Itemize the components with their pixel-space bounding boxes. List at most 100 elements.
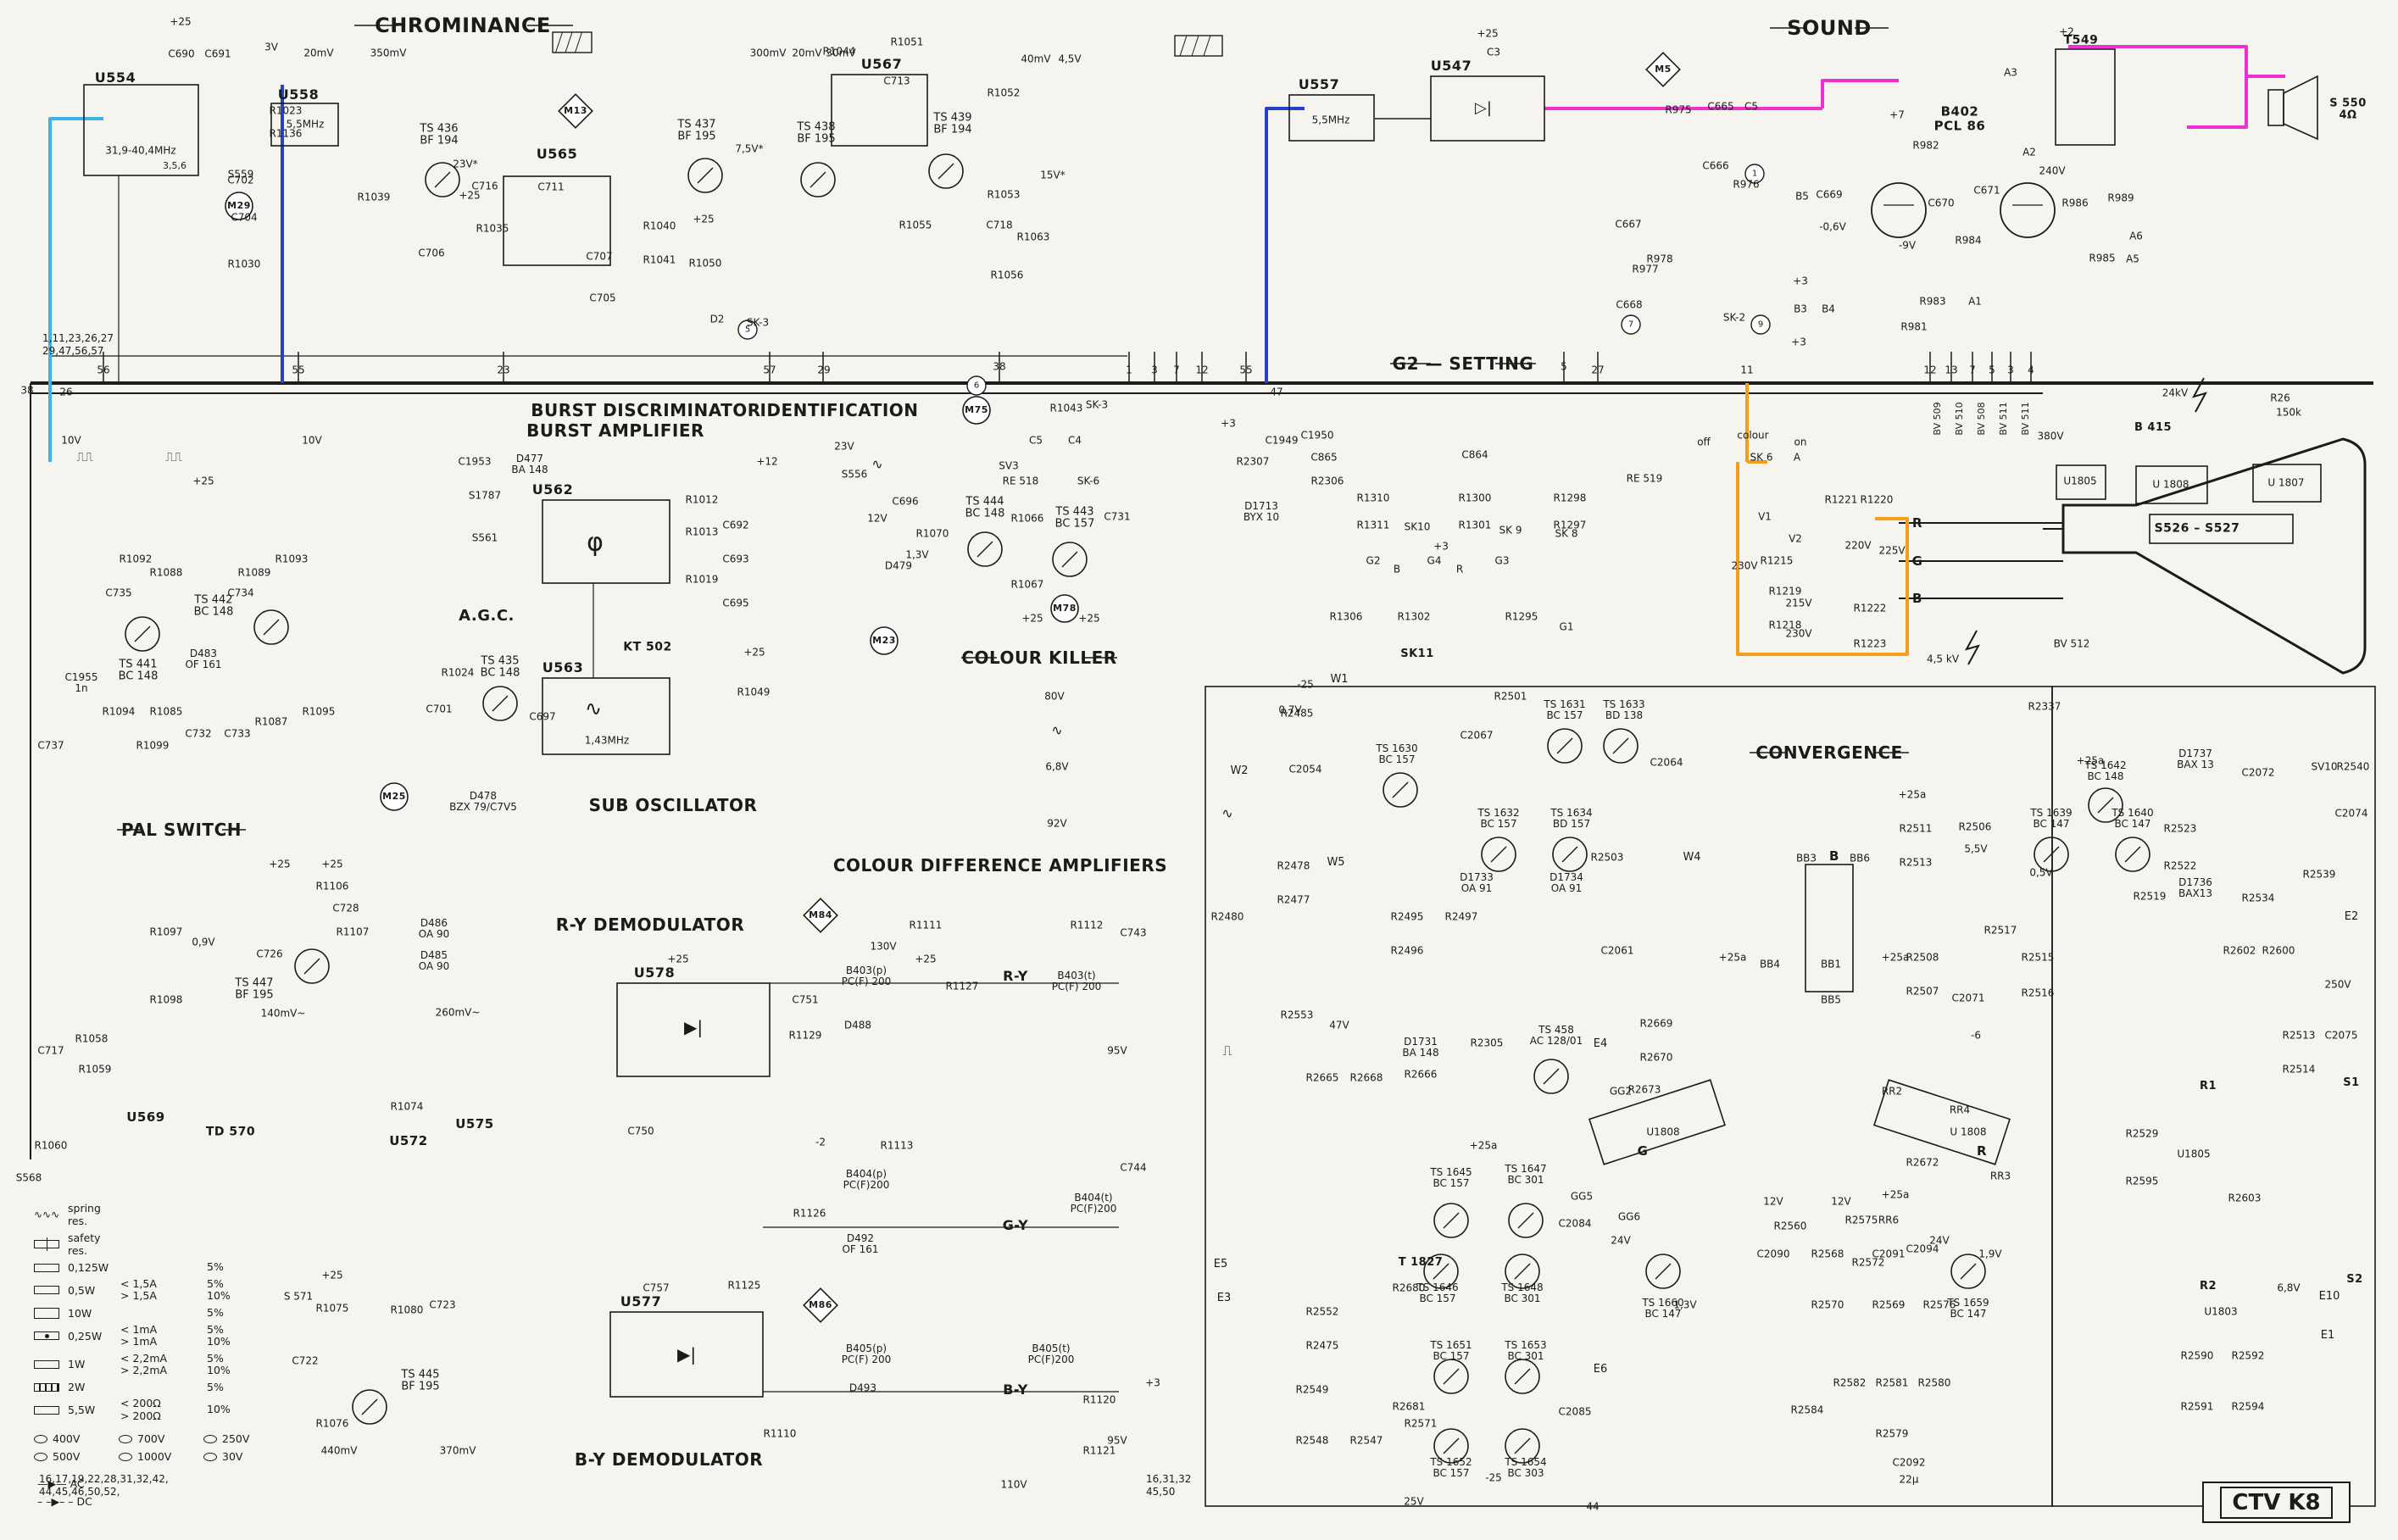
label: D478 BZX 79/C7V5 — [449, 789, 517, 813]
label: R — [1976, 1142, 1988, 1159]
label: B — [1393, 563, 1401, 575]
label: S556 — [841, 468, 868, 481]
label: 1,3V — [1673, 1298, 1697, 1311]
crt-funnel — [2061, 437, 2367, 675]
label: 12V — [1763, 1195, 1783, 1208]
label: ▶| — [676, 1344, 697, 1365]
transistor-electrode — [1490, 846, 1507, 863]
label: D1736 BAX13 — [2178, 876, 2212, 899]
transistor-symbol — [1950, 1254, 1986, 1289]
label: 1,9V — [1978, 1248, 2002, 1260]
label: 20mV — [303, 47, 334, 59]
transistor-electrode — [976, 541, 993, 558]
label: C667 — [1615, 218, 1642, 231]
label: +25a — [1881, 951, 1910, 964]
label: 22μ — [1899, 1473, 1919, 1486]
label: C865 — [1310, 451, 1338, 464]
label: +7 — [1889, 108, 1905, 121]
label: V1 — [1758, 510, 1772, 523]
label: R-Y — [1003, 968, 1028, 985]
label: RE 518 — [1002, 475, 1039, 487]
label: +25 — [459, 189, 481, 202]
label: T 1827 — [1398, 1255, 1444, 1269]
label: R2539 — [2302, 868, 2336, 881]
label: R1111 — [909, 919, 943, 931]
transistor-electrode — [134, 625, 151, 642]
component-box — [542, 499, 670, 584]
label: G-Y — [1002, 1217, 1029, 1234]
label: BB4 — [1759, 958, 1781, 970]
transistor-symbol — [352, 1389, 387, 1425]
transistor-electrode — [2124, 846, 2141, 863]
label: TS 437 BF 195 — [677, 118, 716, 143]
label: M5 — [1655, 63, 1672, 75]
label: R1215 — [1760, 554, 1794, 567]
transistor-electrode — [1514, 1368, 1531, 1385]
label: R1222 — [1853, 602, 1887, 614]
label: TS 439 BF 194 — [933, 111, 972, 136]
label: R1051 — [890, 36, 924, 48]
label: R2513 — [2282, 1029, 2316, 1042]
label: U575 — [455, 1115, 494, 1131]
transistor-symbol — [1505, 1254, 1540, 1289]
label: R1023 — [269, 104, 303, 117]
label: SK-3 — [1085, 398, 1109, 411]
component-box — [609, 1311, 764, 1398]
transistor-symbol — [1481, 837, 1516, 872]
label: +25 — [693, 213, 715, 225]
legend-voltage-text: 500V — [53, 1450, 81, 1463]
label: TS 438 BF 195 — [797, 120, 836, 146]
label: 225V — [1878, 544, 1906, 557]
label: 26 — [59, 386, 73, 398]
label: φ — [587, 527, 604, 558]
label: C2071 — [1951, 992, 1985, 1004]
label: R2508 — [1906, 951, 1939, 964]
label: R978 — [1646, 253, 1673, 265]
label: R2540 — [2336, 760, 2370, 773]
label: 260mV~ — [435, 1006, 481, 1019]
label: SV10 — [2311, 760, 2338, 773]
label: SK-6 — [1077, 475, 1100, 487]
label: R2337 — [2028, 700, 2061, 713]
label: R2668 — [1349, 1071, 1383, 1084]
label: C5 — [1028, 434, 1043, 447]
label: B3 — [1794, 303, 1807, 315]
label: -25 — [1485, 1471, 1502, 1484]
marker-diamond — [803, 898, 838, 933]
component-box — [83, 84, 199, 176]
label: M78 — [1053, 602, 1077, 614]
label: +25 — [1078, 612, 1100, 625]
label: G3 — [1494, 554, 1510, 567]
label: 140mV~ — [260, 1007, 306, 1020]
label: D492 OF 161 — [842, 1231, 879, 1255]
legend-text: < 200Ω > 200Ω — [120, 1397, 161, 1422]
label: R2580 — [1917, 1376, 1951, 1389]
label: R1107 — [336, 926, 370, 938]
label: R2560 — [1773, 1220, 1807, 1232]
label: 27 — [1591, 364, 1605, 376]
label: R1297 — [1553, 519, 1587, 531]
label: B5 — [1795, 190, 1809, 203]
label: U567 — [860, 56, 903, 73]
label: TS 1634 BD 157 — [1550, 806, 1593, 830]
label: C697 — [529, 710, 556, 723]
label: C1953 — [458, 455, 492, 468]
label: R1066 — [1010, 512, 1044, 525]
label: R2552 — [1305, 1305, 1339, 1318]
label: S526 – S527 — [2154, 521, 2240, 536]
label: RR2 — [1881, 1085, 1903, 1098]
label: R1112 — [1070, 919, 1104, 931]
label: R975 — [1665, 103, 1692, 116]
voltage-symbol-icon — [203, 1434, 217, 1443]
label: D488 — [843, 1019, 872, 1031]
label: R2672 — [1906, 1156, 1939, 1169]
label: 3V — [264, 41, 278, 53]
label: A6 — [2129, 230, 2143, 242]
label: R2576 — [1922, 1298, 1956, 1311]
label: SK 6 — [1750, 451, 1773, 464]
component-box — [1588, 1079, 1726, 1165]
legend-text: 0,25W — [68, 1329, 103, 1343]
bus-terminal-note: 1,11,23,26,27 29,47,56,57 — [42, 332, 114, 357]
label: 5,5MHz — [286, 118, 325, 131]
